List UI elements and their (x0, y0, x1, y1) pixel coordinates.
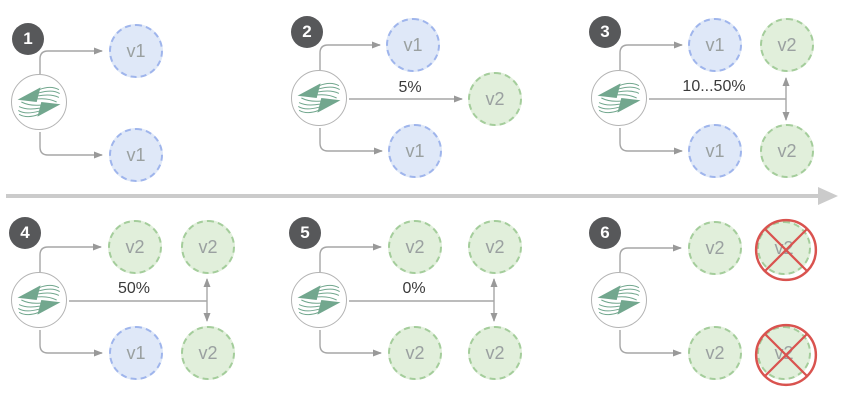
pod-version-label: v2 (485, 342, 505, 363)
step-badge: 2 (291, 16, 323, 48)
traffic-percent-label: 5% (398, 79, 422, 96)
pod-node: v2 (181, 326, 235, 380)
pod-version-label: v1 (126, 40, 146, 61)
pod-version-label: v2 (198, 236, 218, 257)
pod-node: v2 (108, 220, 162, 274)
panel-1-connectors (39, 47, 103, 159)
pod-version-label: v2 (198, 342, 218, 363)
pod-node: v2 (468, 72, 522, 126)
pod-node: v2 (468, 220, 522, 274)
panel-4-connectors (39, 243, 211, 357)
step-badge: 1 (12, 23, 44, 55)
pod-node: v2 (688, 326, 742, 380)
traffic-percent-label: 10...50% (682, 78, 746, 95)
pod-node: v2 (760, 18, 814, 72)
pod-version-label: v2 (485, 88, 505, 109)
traffic-swap-icon (597, 82, 641, 114)
pod-version-label: v2 (705, 237, 725, 258)
pod-node-terminated: v2 (754, 323, 818, 387)
pod-version-label: v2 (485, 236, 505, 257)
pod-version-label: v2 (405, 236, 425, 257)
pod-node: v1 (388, 124, 442, 178)
panel-6-connectors (619, 244, 682, 357)
service-router-node (11, 272, 67, 328)
pod-version-label: v1 (705, 34, 725, 55)
pod-node: v1 (688, 18, 742, 72)
service-router-node (291, 70, 347, 126)
traffic-swap-icon (17, 284, 61, 316)
pod-version-label: v1 (403, 34, 423, 55)
pod-version-label: v1 (405, 140, 425, 161)
service-router-node (591, 272, 647, 328)
pod-node: v1 (109, 326, 163, 380)
traffic-swap-icon (297, 82, 341, 114)
service-router-node (11, 74, 67, 130)
pod-node: v2 (688, 221, 742, 275)
pod-node: v2 (760, 124, 814, 178)
traffic-swap-icon (597, 284, 641, 316)
pod-version-label: v1 (126, 342, 146, 363)
timeline-arrow (6, 187, 838, 205)
pod-node: v1 (688, 124, 742, 178)
pod-node: v1 (386, 18, 440, 72)
step-badge: 5 (289, 217, 321, 249)
pod-node-terminated: v2 (754, 218, 818, 282)
pod-node: v2 (388, 326, 442, 380)
step-badge: 3 (589, 16, 621, 48)
pod-version-label: v1 (126, 144, 146, 165)
pod-version-label: v2 (777, 140, 797, 161)
service-router-node (291, 272, 347, 328)
pod-version-label: v2 (125, 236, 145, 257)
panel-3-connectors (619, 41, 790, 155)
pod-node: v1 (109, 128, 163, 182)
step-badge: 6 (589, 217, 621, 249)
traffic-percent-label: 0% (402, 280, 426, 297)
pod-node: v2 (468, 326, 522, 380)
pod-version-label: v2 (777, 34, 797, 55)
pod-node: v2 (181, 220, 235, 274)
traffic-percent-label: 50% (117, 280, 151, 297)
traffic-swap-icon (297, 284, 341, 316)
service-router-node (591, 70, 647, 126)
pod-version-label: v1 (705, 140, 725, 161)
panel-2-connectors (319, 41, 463, 155)
pod-node: v2 (388, 220, 442, 274)
panel-5-connectors (319, 243, 498, 357)
pod-version-label: v2 (405, 342, 425, 363)
crossed-out-circle-icon (754, 323, 818, 387)
pod-version-label: v2 (705, 342, 725, 363)
traffic-swap-icon (17, 86, 61, 118)
crossed-out-circle-icon (754, 218, 818, 282)
step-badge: 4 (9, 217, 41, 249)
pod-node: v1 (109, 24, 163, 78)
